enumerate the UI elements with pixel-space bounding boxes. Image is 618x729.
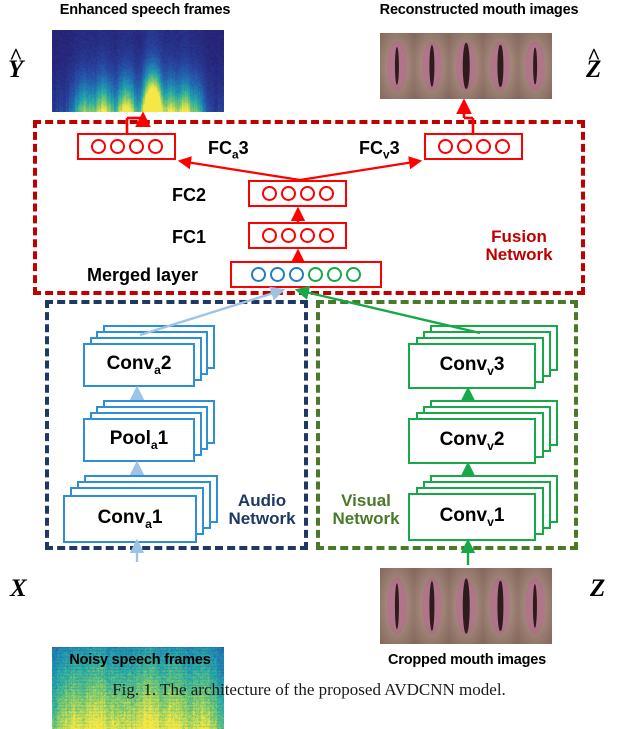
conv-v1-block[interactable]: Convv1 [408,475,560,541]
fc-v3-label: FCv3 [359,138,400,162]
conv-a1-label: Conva1 [97,507,163,531]
fc2-node [299,186,315,201]
fc1-node [261,228,277,243]
z-symbol-top: Z [586,56,602,83]
fc2-node [261,186,277,201]
fc-a3-label: FCa3 [208,138,249,162]
fc-v3-layer-box[interactable] [424,133,523,160]
z-label-bottom: Z [590,575,606,602]
fc1-node [318,228,334,243]
enhanced-spectrogram-image [52,30,224,112]
fc2-node [280,186,296,201]
fc-a3-node [109,139,125,154]
mouth-frame [414,33,449,99]
z-hat-accent: ^ [587,44,601,70]
conv-v3-block[interactable]: Convv3 [408,325,560,389]
pool-a1-block[interactable]: Poola1 [83,400,217,462]
fc1-layer-box[interactable] [248,222,347,249]
conv-v2-block[interactable]: Convv2 [408,400,560,464]
fc-a3-node [147,139,163,154]
merged-node-visual [327,267,342,282]
y-hat-accent: ^ [9,44,23,70]
y-hat-label: ^Y [8,44,24,84]
y-symbol: Y [8,56,24,83]
x-label: X [10,575,27,602]
mouth-frame [517,568,552,644]
reconstructed-mouth-images [380,33,552,99]
merged-node-audio [289,267,304,282]
z-hat-label: ^Z [586,44,602,84]
mouth-frame [483,568,518,644]
mouth-frame [448,33,484,99]
conv-a2-label: Conva2 [106,353,172,377]
pool-a1-label: Poola1 [109,428,169,452]
conv-v1-label: Convv1 [439,505,505,529]
fc2-layer-box[interactable] [248,180,347,207]
fc1-node [299,228,315,243]
merged-node-visual [308,267,323,282]
reconstructed-mouth-images-title: Reconstructed mouth images [379,2,579,18]
audio-network-label: Audio Network [228,491,296,529]
figure-caption: Fig. 1. The architecture of the proposed… [112,680,506,699]
fc-v3-node [456,139,472,154]
fc-a3-node [128,139,144,154]
mouth-frame [517,33,552,99]
mouth-frame [380,33,415,99]
fc-a3-node [90,139,106,154]
noisy-speech-frames-title: Noisy speech frames [69,652,211,668]
conv-v2-label: Convv2 [439,429,505,453]
enhanced-speech-frames-title: Enhanced speech frames [59,2,231,18]
mouth-frame [448,568,484,644]
cropped-mouth-images [380,568,552,644]
conv-a2-block[interactable]: Conva2 [83,325,217,387]
fc2-label: FC2 [172,185,207,205]
fc1-label: FC1 [172,227,207,247]
fc-v3-node [437,139,453,154]
merged-layer-box[interactable] [230,261,382,288]
conv-v3-label: Convv3 [439,354,505,378]
mouth-frame [483,33,518,99]
fc-a3-layer-box[interactable] [77,133,176,160]
fc1-node [280,228,296,243]
fc2-node [318,186,334,201]
cropped-mouth-images-title: Cropped mouth images [388,652,546,668]
merged-node-audio [251,267,266,282]
mouth-frame [414,568,449,644]
merged-node-audio [270,267,285,282]
merged-layer-label: Merged layer [87,265,199,285]
fc-v3-node [475,139,491,154]
spectrogram-canvas [52,30,224,112]
fusion-network-label: Fusion Network [485,227,553,265]
visual-network-label: Visual Network [332,491,400,529]
fc-v3-node [494,139,510,154]
merged-node-visual [346,267,361,282]
mouth-frame [380,568,415,644]
conv-a1-block[interactable]: Conva1 [63,475,223,543]
